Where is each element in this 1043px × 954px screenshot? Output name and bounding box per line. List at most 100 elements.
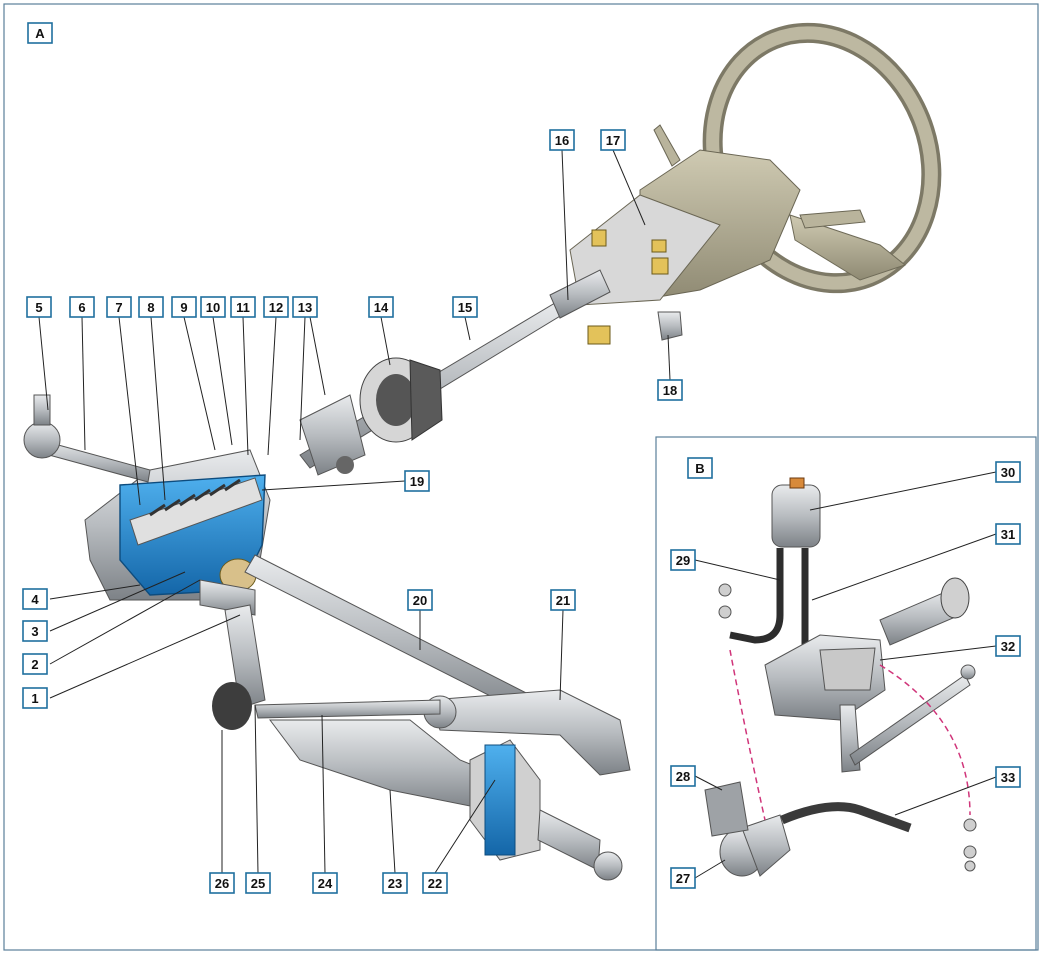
callout-25: 25: [245, 704, 271, 894]
callout-leader-25: [254, 704, 259, 874]
callout-28: 28: [670, 765, 723, 791]
power-steering-gear: [764, 634, 976, 773]
hose-routing-dashed-lines: [729, 649, 971, 821]
callout-leader-1: [49, 614, 241, 699]
callout-leader-32: [879, 645, 997, 661]
callout-number: 17: [606, 133, 620, 148]
callout-leader-12: [267, 316, 277, 456]
callout-7: 7: [106, 296, 141, 506]
callout-number: 13: [298, 300, 312, 315]
callout-number: 12: [269, 300, 283, 315]
callout-23: 23: [382, 789, 408, 894]
callout-4: 4: [22, 584, 141, 610]
callout-leader-17: [612, 149, 646, 226]
callout-number: 24: [318, 876, 333, 891]
callout-number: 32: [1001, 639, 1015, 654]
callout-leader-30: [809, 471, 997, 511]
callout-16: 16: [549, 129, 575, 301]
callout-number: 19: [410, 474, 424, 489]
callout-22: 22: [422, 779, 496, 894]
callout-number: 20: [413, 593, 427, 608]
callout-2: 2: [22, 579, 201, 675]
callout-leader-14: [380, 316, 391, 366]
callout-number: 16: [555, 133, 569, 148]
callout-number: 21: [556, 593, 570, 608]
callout-leader-6: [81, 316, 86, 451]
callout-leader-24: [321, 714, 326, 874]
callout-leader-2: [49, 579, 201, 665]
panel-a-label: A: [27, 22, 53, 44]
callout-leader-16: [561, 149, 569, 301]
callout-11: 11: [230, 296, 256, 456]
callout-leader-15: [464, 316, 471, 341]
callout-number: 1: [31, 691, 38, 706]
callout-number: 26: [215, 876, 229, 891]
lower-control-arm: [254, 699, 511, 811]
callout-6: 6: [69, 296, 95, 451]
callout-leader-3: [49, 571, 186, 632]
callout-leader-33: [894, 776, 997, 816]
center-link-rod: [244, 554, 541, 717]
column-shroud: [569, 124, 866, 306]
callout-1: 1: [22, 614, 241, 709]
tie-rod-left: [23, 394, 151, 483]
callout-number: 8: [147, 300, 154, 315]
callout-number: 30: [1001, 465, 1015, 480]
callout-30: 30: [809, 461, 1021, 511]
callout-leader-7: [118, 316, 141, 506]
electrical-connectors: [587, 229, 669, 345]
callout-19: 19: [261, 470, 430, 492]
callout-24: 24: [312, 714, 338, 894]
steering-gear-housing: [84, 449, 271, 616]
callout-number: 18: [663, 383, 677, 398]
callout-leader-11: [242, 316, 249, 456]
callout-number: 7: [115, 300, 122, 315]
callout-20: 20: [407, 589, 433, 650]
callout-leader-29: [694, 559, 781, 581]
panel-b-column-joint: [879, 577, 970, 646]
callout-leader-21: [559, 609, 564, 701]
svg-text:A: A: [35, 26, 45, 41]
callout-leader-23: [389, 789, 396, 874]
callout-leader-9: [183, 316, 216, 451]
callout-leader-31: [811, 533, 997, 601]
callout-32: 32: [879, 635, 1021, 661]
callout-number: 10: [206, 300, 220, 315]
mounting-bracket: [657, 311, 683, 341]
callout-21: 21: [550, 589, 576, 701]
callout-18: 18: [657, 334, 683, 401]
callout-number: 15: [458, 300, 472, 315]
callout-number: 2: [31, 657, 38, 672]
callout-number: 14: [374, 300, 389, 315]
callout-number: 31: [1001, 527, 1015, 542]
callout-number: 28: [676, 769, 690, 784]
callout-leader-4: [49, 584, 141, 600]
callout-leader-28: [694, 775, 723, 791]
callout-number: 6: [78, 300, 85, 315]
callout-leader-5: [38, 316, 49, 411]
callout-leader-8: [150, 316, 166, 501]
pitman-arm: [212, 604, 266, 730]
callout-number: 5: [35, 300, 42, 315]
callout-9: 9: [171, 296, 216, 451]
callout-15: 15: [452, 296, 478, 341]
callout-26: 26: [209, 730, 235, 894]
svg-text:B: B: [695, 461, 704, 476]
callout-number: 9: [180, 300, 187, 315]
callout-number: 33: [1001, 770, 1015, 785]
callout-number: 27: [676, 871, 690, 886]
panel-b-frame: [655, 436, 1037, 951]
callout-number: 29: [676, 553, 690, 568]
callout-5: 5: [26, 296, 52, 411]
callout-leader-22: [434, 779, 496, 874]
callout-leader-10: [212, 316, 233, 446]
power-steering-pump: [704, 781, 791, 877]
callout-33: 33: [894, 766, 1021, 816]
callout-13: 13: [292, 296, 326, 441]
callout-29: 29: [670, 549, 781, 581]
callout-number: 3: [31, 624, 38, 639]
universal-joint: [299, 394, 366, 476]
callout-leader-19: [261, 480, 406, 491]
